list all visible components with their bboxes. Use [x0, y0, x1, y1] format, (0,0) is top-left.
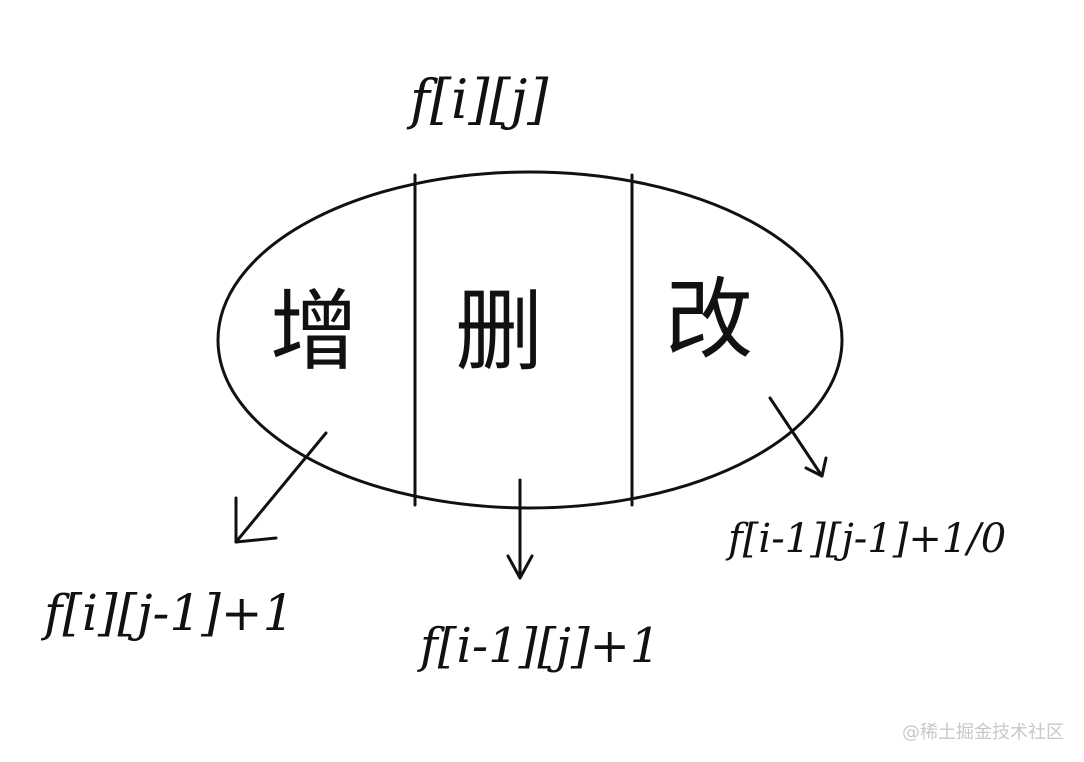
- arrow-insert: [234, 431, 328, 544]
- arrow-replace: [768, 396, 828, 478]
- formula-replace: f[i-1][j-1]+1/0: [725, 516, 1006, 562]
- arrow-delete: [506, 478, 534, 580]
- section-insert-label: 增: [270, 280, 358, 383]
- top-label: f[i][j]: [406, 68, 549, 131]
- operations-ellipse: [216, 170, 844, 510]
- section-replace-label: 改: [665, 268, 753, 371]
- section-delete-label: 删: [455, 280, 543, 383]
- formula-delete: f[i-1][j]+1: [417, 618, 660, 674]
- formula-insert: f[i][j-1]+1: [40, 584, 294, 642]
- watermark: @稀土掘金技术社区: [902, 722, 1064, 743]
